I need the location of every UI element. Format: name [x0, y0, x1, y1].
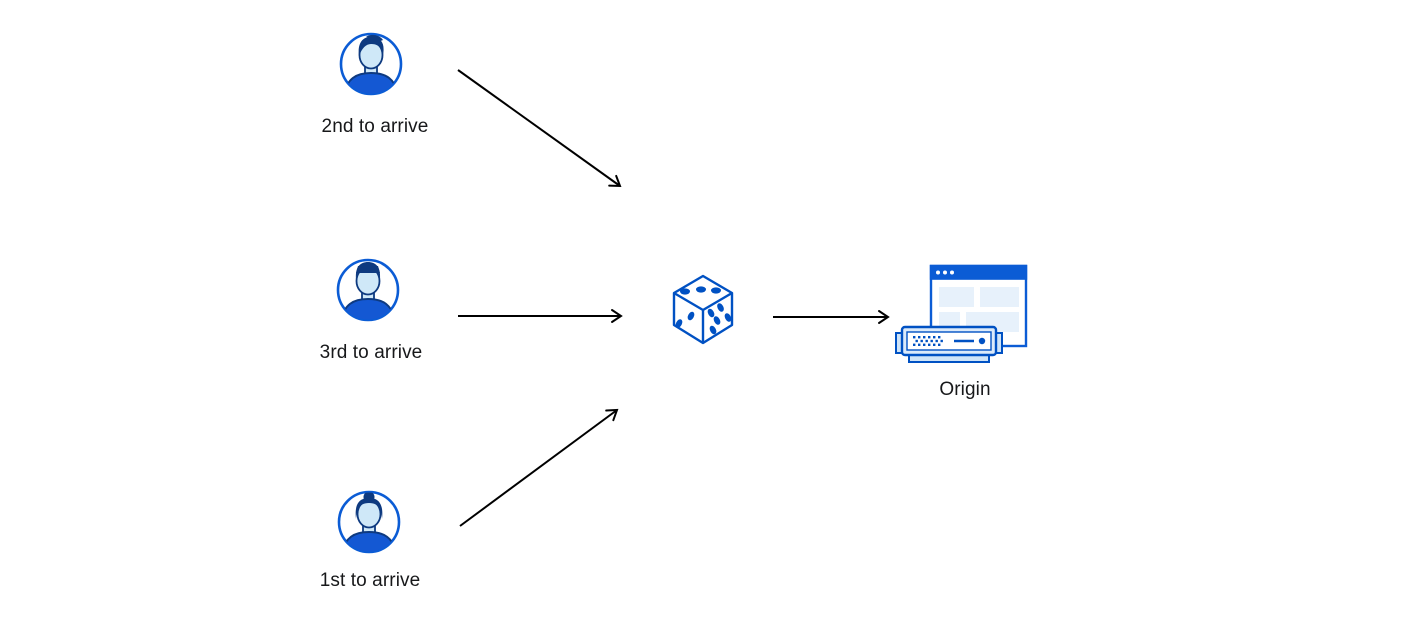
origin-label: Origin [939, 379, 991, 400]
dice-icon [670, 274, 737, 345]
client-label-2nd: 2nd to arrive [321, 116, 429, 137]
arrow-client2-to-dice [457, 69, 622, 188]
user-avatar-male-short-hair-icon [335, 257, 401, 323]
user-avatar-male-swoosh-hair-icon [338, 31, 404, 97]
client-label-3rd: 3rd to arrive [319, 342, 423, 363]
user-avatar-female-bun-hair-icon [336, 489, 402, 555]
client-label-1st: 1st to arrive [319, 570, 421, 591]
arrow-client1-to-dice [459, 408, 619, 527]
origin-server-browser-icon [893, 260, 1030, 368]
